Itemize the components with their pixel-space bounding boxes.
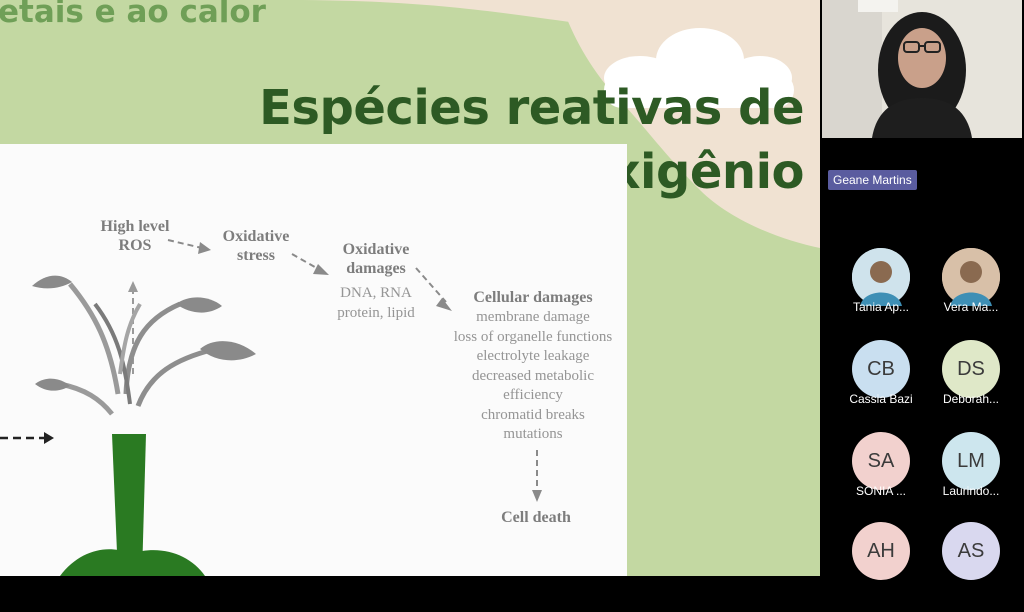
participant-initials-avatar: SA bbox=[852, 432, 910, 490]
slide-background-shapes bbox=[290, 0, 820, 248]
participant-initials-avatar: DS bbox=[942, 340, 1000, 398]
participant-tile[interactable]: AS bbox=[928, 522, 1014, 612]
slide-title-line-1: Espécies reativas de bbox=[259, 80, 804, 136]
participant-initials-avatar: AH bbox=[852, 522, 910, 580]
oxidative-damages-label: Oxidative damages bbox=[342, 241, 410, 277]
participant-name: SONIA ... bbox=[855, 484, 906, 498]
oxidative-damages-items: DNA, RNA protein, lipid bbox=[337, 285, 415, 321]
participant-initials-avatar: LM bbox=[942, 432, 1000, 490]
participant-name: Tania Ap... bbox=[852, 300, 910, 314]
plant-icon bbox=[32, 275, 256, 576]
shared-slide: etais e ao calor Espécies reativas de ox… bbox=[0, 0, 820, 576]
speaker-video-frame bbox=[822, 0, 1022, 138]
cloud-icon bbox=[604, 28, 794, 108]
oxidative-stress-label: Oxidative stress bbox=[222, 228, 290, 264]
cellular-damages-items: membrane damage loss of organelle functi… bbox=[453, 309, 613, 442]
participant-photo-avatar bbox=[852, 248, 910, 306]
participant-tile[interactable]: Tania Ap... bbox=[838, 248, 924, 338]
ros-label: High level ROS bbox=[100, 218, 170, 254]
slide-title: Espécies reativas de oxigênio bbox=[244, 76, 804, 204]
participant-initials-avatar: AS bbox=[942, 522, 1000, 580]
cell-death-label: Cell death bbox=[501, 509, 571, 526]
input-arrow bbox=[0, 432, 54, 444]
speaker-name-tag: Geane Martins bbox=[828, 170, 917, 190]
ros-diagram-figure: High level ROS Oxidative stress Oxidativ… bbox=[0, 144, 627, 576]
participant-name: Cassia Bazi bbox=[849, 392, 913, 406]
diagram-graphics bbox=[0, 239, 542, 576]
participant-name: Vera Ma... bbox=[943, 300, 999, 314]
cellular-damages-title: Cellular damages bbox=[473, 289, 593, 306]
slide-header-fragment: etais e ao calor bbox=[0, 0, 266, 30]
participant-tile[interactable]: AH bbox=[838, 522, 924, 612]
participant-tile[interactable]: Vera Ma... bbox=[928, 248, 1014, 338]
speaker-video[interactable] bbox=[822, 0, 1022, 138]
participant-name: Laurindo... bbox=[942, 484, 1000, 498]
participant-photo-avatar bbox=[942, 248, 1000, 306]
participant-initials-avatar: CB bbox=[852, 340, 910, 398]
flow-arrows bbox=[167, 239, 542, 502]
participant-name: Deborah... bbox=[942, 392, 1000, 406]
